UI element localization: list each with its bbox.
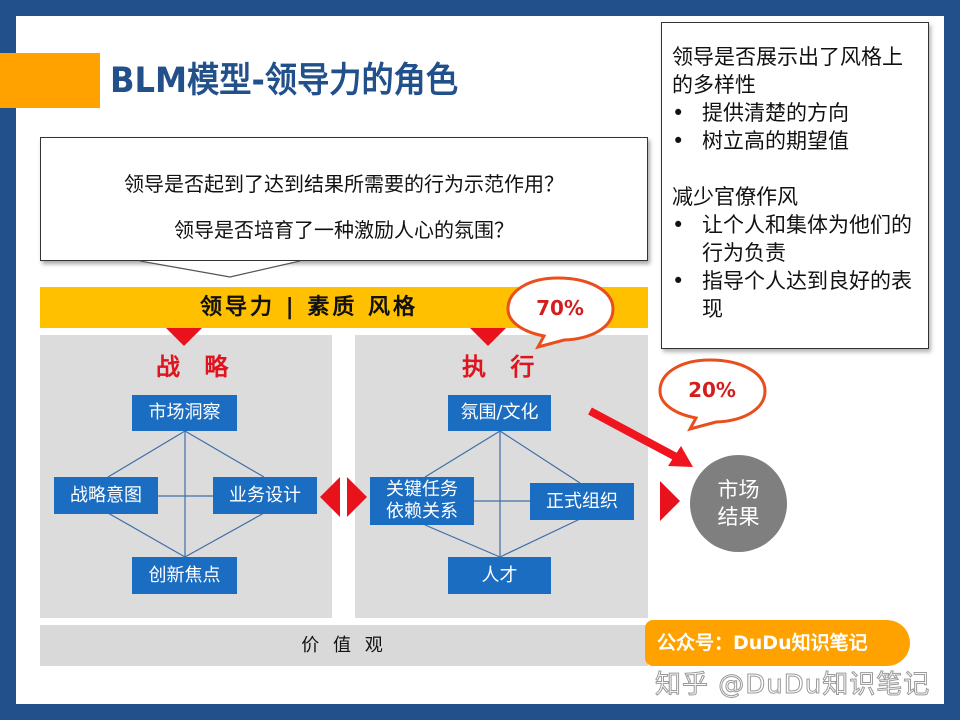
market-result-circle: 市场 结果 (690, 455, 787, 552)
leadership-bar-label: 领导力 | 素质 风格 (200, 295, 419, 320)
percent-70: 70% (536, 296, 584, 320)
callout-tail (140, 260, 300, 278)
bidirectional-arrow-icon (320, 477, 367, 517)
list-item: •提供清楚的方向 (672, 101, 849, 125)
list-item: •指导个人达到良好的表现 (672, 269, 912, 321)
speech-bubble-20 (658, 358, 767, 432)
node-climate-culture: 氛围/文化 (448, 395, 551, 431)
title-accent-block (0, 53, 100, 108)
callout-question-2: 领导是否培育了一种激励人心的氛围？ (174, 218, 514, 242)
strategy-down-arrow-icon (166, 328, 202, 346)
node-business-design: 业务设计 (213, 477, 317, 514)
zhihu-watermark: 知乎 @DuDu知识笔记 (654, 670, 931, 701)
slide-title: BLM模型-领导力的角色 (110, 61, 459, 101)
list-item: •树立高的期望值 (672, 129, 849, 153)
node-formal-organization: 正式组织 (530, 483, 634, 520)
node-talent: 人才 (448, 557, 551, 594)
bureaucracy-heading: 减少官僚作风 (672, 185, 798, 209)
list-item: •让个人和集体为他们的行为负责 (672, 213, 912, 265)
execution-down-arrow-icon (470, 328, 506, 346)
strategy-title: 战 略 (156, 352, 237, 381)
node-innovation-focus: 创新焦点 (132, 557, 237, 594)
values-bar: 价 值 观 (40, 625, 648, 666)
result-arrow-icon (660, 481, 680, 521)
percent-20: 20% (688, 378, 736, 402)
speech-bubble-70 (506, 276, 615, 350)
execution-title: 执 行 (462, 352, 543, 381)
question-callout: 领导是否起到了达到结果所需要的行为示范作用？ 领导是否培育了一种激励人心的氛围？ (40, 137, 648, 261)
node-strategic-intent: 战略意图 (54, 477, 158, 514)
callout-question-1: 领导是否起到了达到结果所需要的行为示范作用？ (124, 172, 564, 196)
node-critical-tasks: 关键任务 依赖关系 (370, 477, 474, 525)
leadership-style-box: 领导是否展示出了风格上的多样性 •提供清楚的方向 •树立高的期望值 减少官僚作风… (661, 22, 929, 349)
style-heading: 领导是否展示出了风格上的多样性 (672, 45, 903, 97)
node-market-insight: 市场洞察 (132, 395, 237, 431)
wechat-account-badge: 公众号：DuDu知识笔记 (645, 620, 910, 666)
